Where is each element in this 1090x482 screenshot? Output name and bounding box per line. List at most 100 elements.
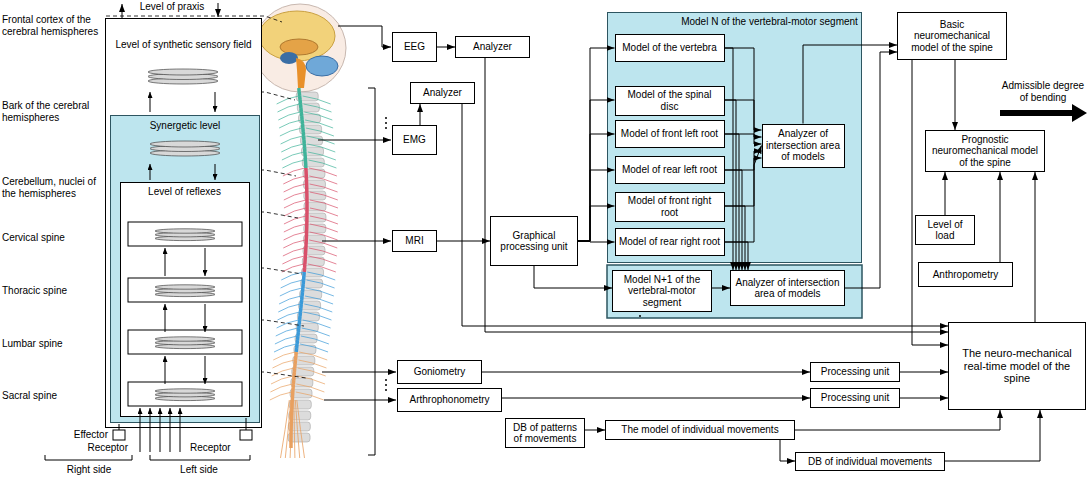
connector-arrow (578, 48, 615, 241)
neuron-layer-stack (155, 389, 215, 393)
spine (295, 400, 299, 458)
spine (293, 368, 297, 372)
spine (305, 192, 309, 196)
continuation-dots (385, 117, 387, 119)
node-text: Analyzer (423, 87, 462, 99)
spine (303, 156, 307, 160)
spine (303, 320, 331, 328)
spine (281, 144, 303, 152)
connector-arrow (578, 170, 615, 241)
connector-arrow (725, 134, 762, 144)
spine (303, 144, 307, 148)
node-text: EMG (403, 134, 426, 146)
spine (301, 136, 323, 145)
spine (289, 444, 293, 448)
node-text: Level of synthetic sensory field (106, 39, 261, 51)
spine (282, 152, 304, 160)
continuation-dots (385, 122, 387, 124)
spine (303, 169, 325, 178)
model-box: Model of rear left root (615, 156, 725, 184)
spine (290, 400, 292, 458)
spine (309, 168, 337, 176)
bending-arrow (1000, 104, 1087, 122)
spine (303, 260, 307, 264)
spine (297, 320, 301, 324)
level-box: Synergetic levelLevel of reflexes (110, 115, 260, 423)
spine (309, 240, 337, 248)
level-arrow (205, 304, 206, 332)
node-text: Analyzer (473, 41, 512, 53)
spine (310, 200, 338, 208)
effector-symbol (246, 418, 247, 430)
spine (304, 240, 308, 244)
spine (284, 224, 306, 232)
node-text: Model N of the vertebral-motor segment (678, 16, 861, 28)
spine (299, 352, 327, 360)
continuation-dots (639, 315, 641, 317)
neuron-layer-stack (155, 236, 215, 240)
signal-wire (324, 400, 396, 401)
head (306, 56, 338, 76)
spine (304, 172, 308, 176)
spine (300, 300, 304, 304)
signal-wire (322, 372, 396, 373)
level-arrow (205, 356, 206, 384)
spine (283, 240, 305, 248)
spine (277, 104, 299, 112)
spine (306, 128, 334, 136)
spine (308, 264, 336, 272)
spine (290, 389, 312, 398)
spine (301, 336, 329, 344)
n1-panel (607, 265, 862, 318)
spine (296, 92, 318, 101)
spine (290, 400, 294, 404)
spine (305, 120, 333, 128)
model-box: Basic neuromechanical model of the spine (897, 12, 1007, 60)
spine (283, 176, 305, 184)
level-arrow (165, 356, 166, 384)
spine (299, 308, 303, 312)
spine (309, 176, 337, 184)
spine (298, 360, 326, 368)
node-text: Processing unit (821, 392, 889, 404)
brain-region-label: Frontal cortex of the cerebral hemispher… (2, 14, 102, 37)
node-text: Model of rear left root (622, 164, 717, 176)
spine (300, 120, 304, 124)
neuron-layer-stack (155, 393, 215, 397)
connector-arrow (900, 398, 948, 399)
spine (309, 248, 337, 256)
connector-arrow (780, 440, 795, 461)
connector-arrow (502, 398, 810, 399)
connector-arrow (725, 170, 743, 270)
spine (302, 158, 324, 167)
neuron-layer-stack (155, 289, 215, 293)
connector-arrow (912, 60, 948, 345)
spine (292, 367, 314, 376)
spine (304, 213, 326, 222)
node-text: Analyzer of intersection area of models (766, 128, 841, 163)
brain-region-label: Cerebellum, nuclei of the hemispheres (2, 176, 102, 199)
spine (304, 164, 308, 168)
spine (305, 200, 309, 204)
spine-region-label: Lumbar spine (2, 338, 102, 350)
signal-wire (368, 455, 375, 456)
signal-wire (368, 88, 375, 89)
spine (297, 88, 301, 92)
spine (303, 104, 331, 112)
continuation-dots (385, 389, 387, 391)
signal-wire (322, 241, 375, 242)
connector-arrow (1000, 172, 1001, 262)
connector-arrow (578, 100, 615, 241)
spine (310, 224, 338, 232)
model-box: Model of front right root (615, 192, 725, 222)
neuron-layer-stack (148, 74, 218, 80)
spine (301, 279, 323, 288)
node-text: Level of reflexes (121, 186, 249, 198)
spine (301, 132, 305, 136)
spine (283, 248, 305, 256)
input-box: Anthropometry (918, 262, 1013, 287)
spine (297, 312, 319, 321)
node-text: Level of load (919, 219, 971, 242)
spine (298, 316, 302, 320)
